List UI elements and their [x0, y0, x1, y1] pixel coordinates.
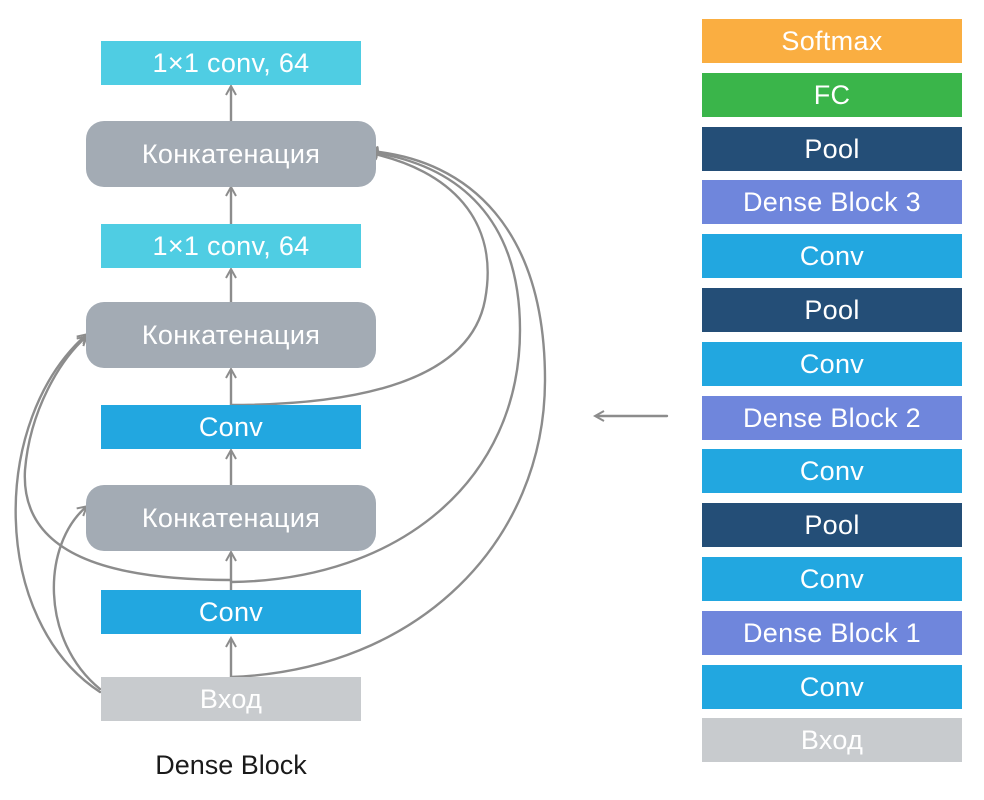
dense-node-concat-bottom: Конкатенация [86, 485, 376, 551]
network-layer-pool: Pool [702, 503, 962, 547]
dense-node-conv-upper: Conv [101, 405, 361, 449]
skip-input-to-concat3 [229, 151, 547, 679]
dense-block-caption: Dense Block [155, 750, 307, 780]
dense-node-concat-mid: Конкатенация [86, 302, 376, 368]
network-layer-dense-block-2: Dense Block 2 [702, 396, 962, 440]
network-layer-conv: Conv [702, 665, 962, 709]
skip-input-to-concat2 [14, 335, 102, 694]
network-layer-conv: Conv [702, 342, 962, 386]
network-layer-pool: Pool [702, 288, 962, 332]
network-layer-conv: Conv [702, 557, 962, 601]
network-layer-dense-block-1: Dense Block 1 [702, 611, 962, 655]
network-layer-softmax: Softmax [702, 19, 962, 63]
dense-node-concat-top: Конкатенация [86, 121, 376, 187]
network-layer-pool: Pool [702, 127, 962, 171]
dense-node-1x1-conv-mid: 1×1 conv, 64 [101, 224, 361, 268]
network-layer-conv: Conv [702, 234, 962, 278]
dense-node-input: Вход [101, 677, 361, 721]
skip-conv1-to-concat3 [229, 152, 522, 584]
network-layer-вход: Вход [702, 718, 962, 762]
network-layer-fc: FC [702, 73, 962, 117]
skip-conv1-to-concat2 [23, 337, 233, 582]
dense-node-1x1-conv-top: 1×1 conv, 64 [101, 41, 361, 85]
network-layer-dense-block-3: Dense Block 3 [702, 180, 962, 224]
network-layer-conv: Conv [702, 449, 962, 493]
skip-input-to-concat1 [52, 507, 102, 691]
skip-conv2-to-concat3 [229, 153, 489, 407]
dense-node-conv-lower: Conv [101, 590, 361, 634]
